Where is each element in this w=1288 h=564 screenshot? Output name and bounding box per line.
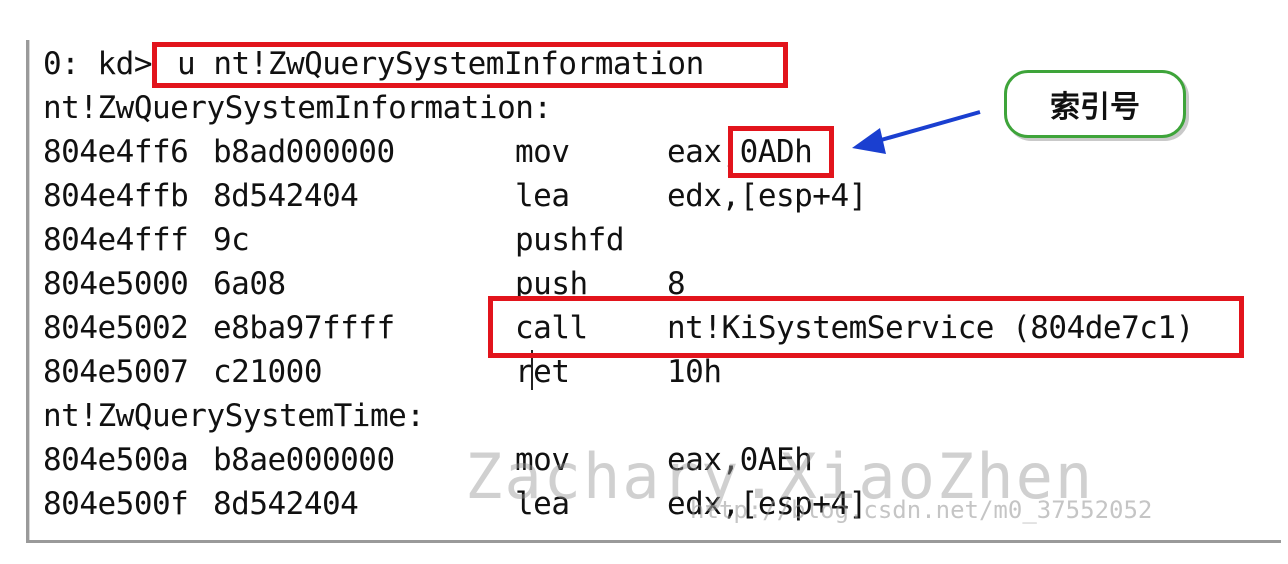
highlight-command: [152, 42, 788, 88]
command-line[interactable]: 0: kd> u nt!ZwQuerySystemInformation: [43, 42, 704, 86]
instr-bytes: 8d542404: [213, 178, 359, 214]
instr-mnemonic: call: [515, 310, 588, 346]
instr-address: 804e4ffb: [43, 178, 189, 214]
watermark-author: Zachary.XiaoZhen: [465, 440, 1095, 513]
instr-operands: nt!KiSystemService (804de7c1): [667, 310, 1194, 346]
function-label: nt!ZwQuerySystemTime:: [43, 398, 425, 434]
instr-address: 804e500a: [43, 442, 189, 478]
instr-operands: eax,0AEh: [667, 442, 813, 478]
instr-address: 804e4fff: [43, 222, 189, 258]
instr-operands: edx,[esp+4]: [667, 486, 867, 522]
instr-mnemonic: ret: [515, 354, 570, 390]
function-label: nt!ZwQuerySystemInformation:: [43, 90, 552, 126]
watermark-url: http://blog.csdn.net/m0_37552052: [690, 496, 1153, 524]
instr-bytes: 8d542404: [213, 486, 359, 522]
instr-bytes: 6a08: [213, 266, 286, 302]
highlight-call-instruction: [488, 296, 1244, 358]
instr-mnemonic: mov: [515, 442, 570, 478]
text-cursor: [531, 350, 533, 390]
highlight-index-value: [728, 126, 834, 178]
instr-bytes: b8ae000000: [213, 442, 395, 478]
instr-address: 804e5007: [43, 354, 189, 390]
listing-row: 804e5007 c21000 ret 10h: [43, 350, 722, 394]
listing-row: 804e4ff6 b8ad000000 mov eax,0ADh: [43, 130, 813, 174]
instr-mnemonic: lea: [515, 486, 570, 522]
instr-bytes: 9c: [213, 222, 250, 258]
instr-operands: 10h: [667, 354, 722, 390]
listing-row: 804e4ffb 8d542404 lea edx,[esp+4]: [43, 174, 867, 218]
instr-mnemonic: lea: [515, 178, 570, 214]
command-prompt: 0: kd>: [43, 46, 152, 82]
listing-row: 804e500f 8d542404 lea edx,[esp+4]: [43, 482, 867, 526]
instr-address: 804e4ff6: [43, 134, 189, 170]
instr-bytes: e8ba97ffff: [213, 310, 395, 346]
listing-label-zwquerysystemtime: nt!ZwQuerySystemTime:: [43, 394, 425, 438]
instr-bytes: b8ad000000: [213, 134, 395, 170]
listing-row: 804e5002 e8ba97ffff call nt!KiSystemServ…: [43, 306, 1194, 350]
instr-bytes: c21000: [213, 354, 322, 390]
listing-row: 804e4fff 9c pushfd: [43, 218, 624, 262]
instr-operands: edx,[esp+4]: [667, 178, 867, 214]
annotation-bubble: 索引号: [1004, 70, 1186, 138]
instr-address: 804e500f: [43, 486, 189, 522]
instr-mnemonic: mov: [515, 134, 570, 170]
annotation-label: 索引号: [1050, 90, 1140, 125]
instr-mnemonic: pushfd: [515, 222, 624, 258]
instr-operands: 8: [667, 266, 686, 302]
instr-address: 804e5000: [43, 266, 189, 302]
listing-row: 804e500a b8ae000000 mov eax,0AEh: [43, 438, 813, 482]
instr-address: 804e5002: [43, 310, 189, 346]
listing-label-zwquerysysteminformation: nt!ZwQuerySystemInformation:: [43, 86, 552, 130]
instr-operands: eax,0ADh: [667, 134, 813, 170]
command-text[interactable]: u nt!ZwQuerySystemInformation: [177, 46, 704, 82]
